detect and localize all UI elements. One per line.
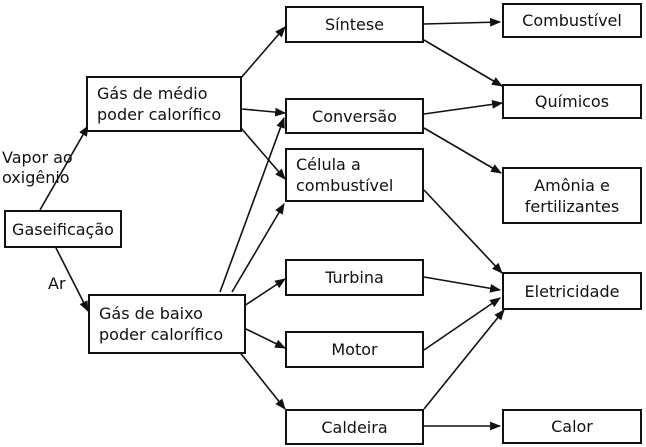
node-celula: Célula a combustível	[285, 148, 424, 202]
node-combustivel: Combustível	[502, 3, 642, 38]
edge-label-ar: Ar	[48, 274, 66, 293]
arrow-turbina-to-eletricidade	[423, 276, 502, 293]
arrow-caldeira-to-eletricidade	[423, 309, 505, 410]
arrow-gas-medio-to-celula	[240, 127, 286, 180]
node-turbina: Turbina	[285, 259, 424, 296]
arrow-celula-to-eletricidade	[423, 189, 503, 274]
arrow-gaseificacao-to-gas-medio	[39, 125, 89, 211]
node-gas-medio: Gás de médio poder calorífico	[86, 76, 242, 132]
arrow-conversao-to-quimicos	[423, 100, 504, 115]
arrow-motor-to-eletricidade	[423, 297, 501, 351]
node-eletricidade: Eletricidade	[502, 272, 642, 310]
arrow-gas-medio-to-sintese	[239, 26, 286, 80]
arrow-sintese-to-combustivel	[423, 17, 502, 27]
node-conversao: Conversão	[285, 98, 424, 134]
node-motor: Motor	[285, 331, 424, 368]
arrow-conversao-to-amonia	[423, 127, 502, 174]
arrow-gas-baixo-to-celula	[231, 203, 285, 293]
arrow-gas-baixo-to-conversao	[219, 116, 285, 293]
node-sintese: Síntese	[285, 6, 424, 43]
arrow-gaseificacao-to-gas-baixo	[55, 247, 89, 312]
node-amonia: Amônia e fertilizantes	[502, 167, 642, 224]
node-gas-baixo: Gás de baixo poder calorífico	[88, 294, 246, 354]
node-gaseificacao: Gaseificação	[4, 210, 122, 248]
edge-label-vapor: Vapor ao oxigênio	[2, 148, 73, 187]
node-quimicos: Químicos	[502, 84, 642, 119]
arrow-gas-baixo-to-turbina	[243, 278, 286, 307]
arrow-gas-medio-to-conversao	[241, 107, 287, 117]
arrow-gas-baixo-to-motor	[245, 328, 286, 349]
arrow-sintese-to-quimicos	[423, 39, 503, 87]
arrow-gas-baixo-to-caldeira	[237, 349, 286, 410]
node-caldeira: Caldeira	[285, 409, 424, 445]
node-calor: Calor	[502, 409, 642, 444]
